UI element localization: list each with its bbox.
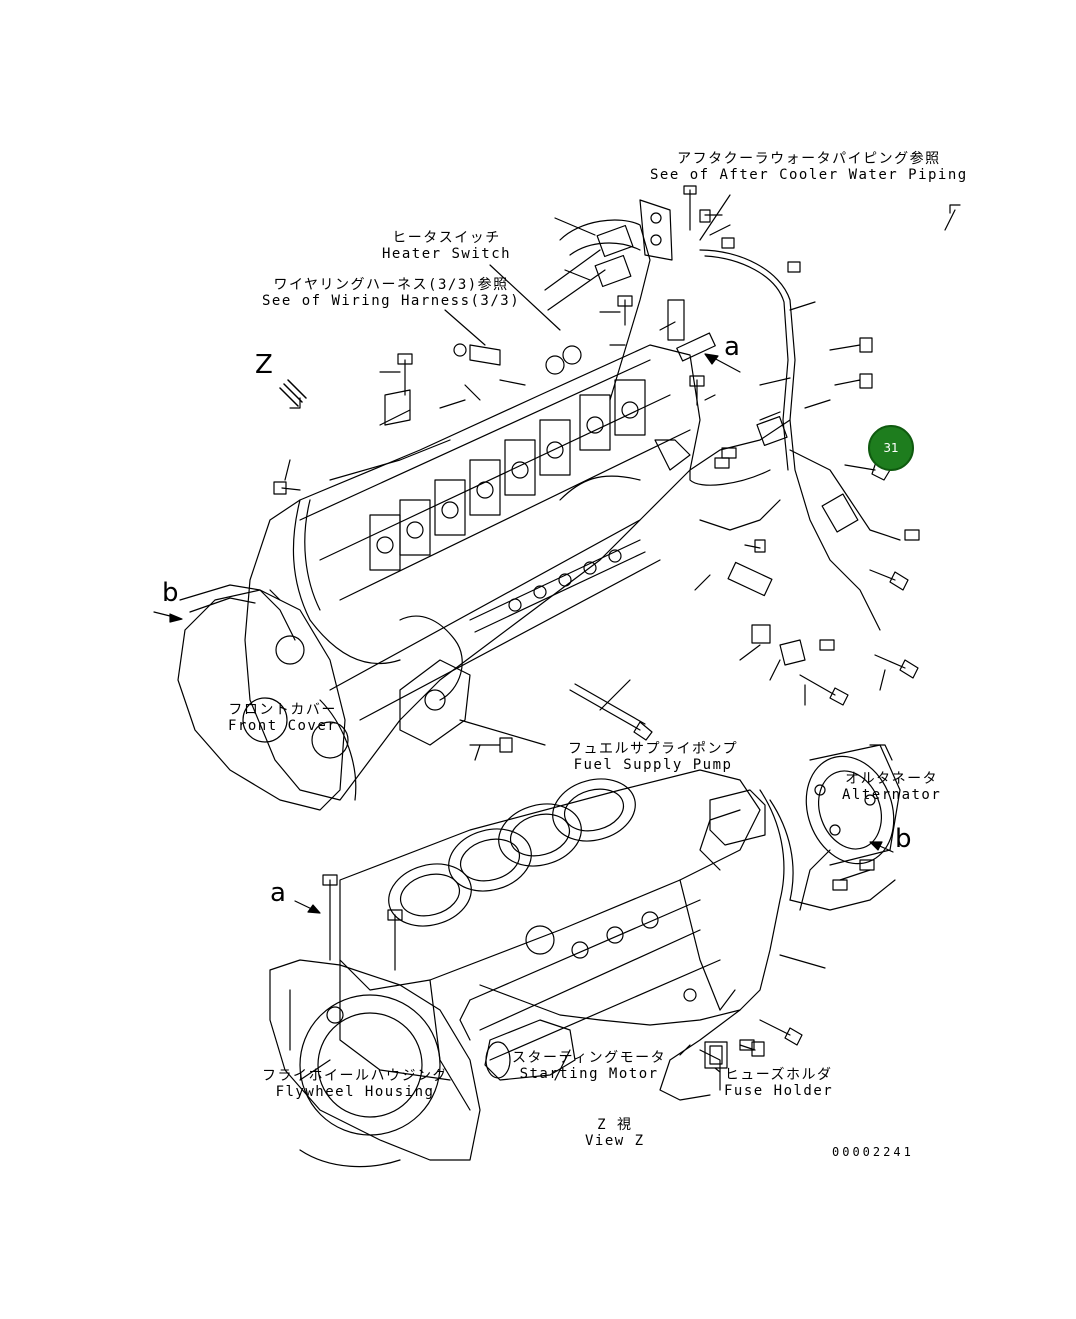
injector-blocks	[369, 379, 646, 571]
view-z-label: Z 視 View Z	[585, 1117, 645, 1149]
front-cover-label-en: Front Cover	[228, 718, 338, 734]
alternator-drawing	[805, 744, 901, 866]
flywheel-housing	[269, 959, 481, 1161]
after-cooler-label-en: See of After Cooler Water Piping	[650, 167, 968, 183]
bracket	[654, 439, 691, 471]
flywheel-housing-label-en: Flywheel Housing	[275, 1084, 435, 1100]
alternator-label-en: Alternator	[842, 787, 942, 803]
lower-engine-assembly	[269, 744, 901, 1168]
bracket	[469, 344, 501, 366]
lower-wiring-harness	[459, 789, 896, 1101]
upper-wiring-harness	[179, 237, 920, 701]
front-cover-label-jp: フロントカバー	[228, 702, 337, 718]
alternator-label: オルタネータ Alternator	[842, 771, 941, 803]
after-cooler-label-jp: アフタクーラウォータパイピング参照	[677, 151, 941, 167]
view-letter-a-top: a	[724, 332, 740, 362]
heater-pipe	[559, 219, 651, 401]
fuel-supply-pump	[399, 659, 471, 746]
heater-switch-label-en: Heater Switch	[382, 246, 512, 262]
starting-motor-label-en: Starting Motor	[519, 1066, 659, 1082]
heater-switch-label-jp: ヒータスイッチ	[392, 230, 501, 246]
wiring-harness-label-jp: ワイヤリングハーネス(3/3)参照	[273, 277, 509, 293]
wiring-harness-label-en: See of Wiring Harness(3/3)	[262, 293, 521, 309]
after-cooler-label: アフタクーラウォータパイピング参照 See of After Cooler Wa…	[650, 151, 968, 183]
fuse-holder-label: ヒューズホルダ Fuse Holder	[724, 1067, 833, 1099]
drawing-number: 00002241	[832, 1145, 914, 1159]
flywheel-housing-label-jp: フライホイールハウジング	[262, 1068, 448, 1084]
front-cover-label: フロントカバー Front Cover	[228, 702, 337, 734]
label-leader-lines	[444, 194, 731, 1081]
alternator-label-jp: オルタネータ	[845, 771, 939, 787]
view-arrows	[153, 353, 894, 914]
fuel-supply-pump-label-en: Fuel Supply Pump	[573, 757, 733, 773]
fuse-holder-drawing	[704, 1041, 728, 1069]
bracket	[779, 639, 806, 666]
view-letter-z: Z	[255, 350, 273, 380]
starting-motor-label-jp: スターティングモータ	[512, 1050, 667, 1066]
starting-motor-label: スターティングモータ Starting Motor	[512, 1050, 666, 1082]
fuel-rail	[469, 539, 646, 633]
view-letter-a-bottom: a	[270, 878, 286, 908]
upper-leader-lines	[284, 217, 886, 761]
upper-engine-assembly	[177, 185, 961, 811]
fuse-holder-label-en: Fuse Holder	[724, 1083, 834, 1099]
wiring-harness-label: ワイヤリングハーネス(3/3)参照 See of Wiring Harness(…	[262, 277, 520, 309]
upper-bolts	[269, 185, 961, 706]
view-letter-b-left: b	[162, 578, 179, 608]
view-z-label-en: View Z	[585, 1133, 645, 1149]
flywheel-housing-label: フライホイールハウジング Flywheel Housing	[262, 1068, 448, 1100]
fuel-supply-pump-label: フュエルサプライポンプ Fuel Supply Pump	[568, 741, 738, 773]
view-z-label-jp: Z 視	[597, 1117, 633, 1133]
bracket	[384, 389, 411, 426]
part-callout-31[interactable]: 31	[868, 425, 914, 471]
fuse-holder-label-jp: ヒューズホルダ	[724, 1067, 833, 1083]
heater-switch-label: ヒータスイッチ Heater Switch	[382, 230, 511, 262]
fuel-supply-pump-label-jp: フュエルサプライポンプ	[568, 741, 739, 757]
view-letter-b-right: b	[895, 824, 912, 854]
